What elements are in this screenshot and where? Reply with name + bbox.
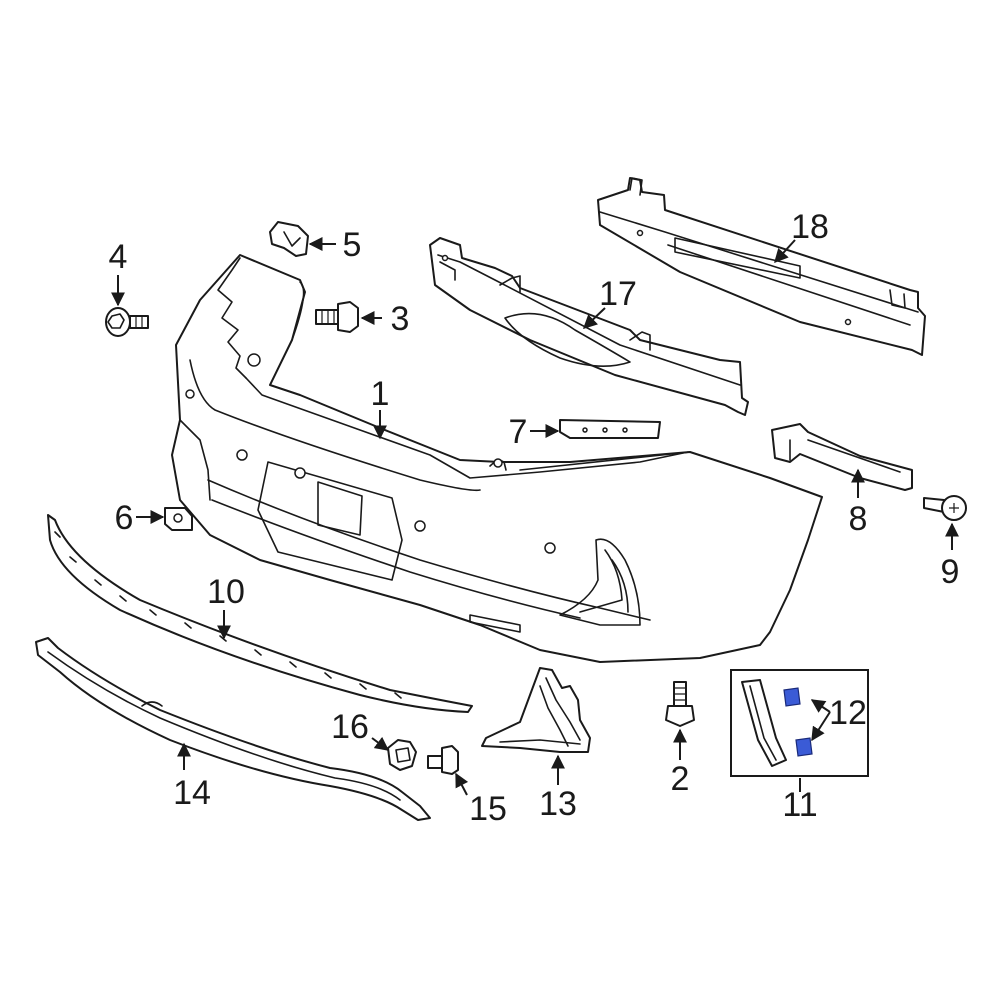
callout-16: 16 (331, 708, 369, 746)
part-12-clips[interactable] (783, 687, 813, 757)
callout-15: 15 (469, 790, 507, 828)
part-6-nut[interactable] (164, 507, 193, 531)
callout-18: 18 (791, 208, 829, 246)
part-5-retainer-clip[interactable] (269, 221, 309, 257)
part-1-bumper-cover[interactable] (171, 254, 823, 663)
part-11-inset-panel[interactable] (730, 669, 869, 777)
part-14-lower-spoiler[interactable] (35, 637, 431, 821)
callout-6: 6 (115, 499, 134, 537)
leader-12b (811, 711, 831, 742)
callout-8: 8 (849, 500, 868, 538)
callout-2: 2 (671, 760, 690, 798)
leader-18 (774, 239, 796, 264)
callout-17: 17 (599, 275, 637, 313)
callout-4: 4 (109, 238, 128, 276)
callout-13: 13 (539, 785, 577, 823)
part-18-reinforcement-beam[interactable] (597, 177, 926, 356)
leader-12a (810, 699, 831, 713)
part-3-screw[interactable] (315, 301, 359, 333)
part-4-flange-bolt[interactable] (105, 307, 149, 337)
callout-9: 9 (941, 553, 960, 591)
callout-1: 1 (371, 375, 390, 413)
callout-3: 3 (391, 300, 410, 338)
callout-7: 7 (509, 413, 528, 451)
part-8-side-bracket[interactable] (771, 423, 913, 491)
part-15-push-clip[interactable] (427, 745, 459, 775)
leader-15 (455, 772, 469, 796)
part-16-push-nut[interactable] (387, 739, 417, 771)
leader-17 (582, 307, 606, 329)
callout-numbers: 1 2 3 4 5 6 7 8 9 10 11 12 13 14 15 16 1… (109, 208, 960, 828)
part-13-corner-trim[interactable] (481, 667, 591, 753)
callout-5: 5 (343, 226, 362, 264)
callout-14: 14 (173, 774, 211, 812)
part-2-bolt[interactable] (665, 681, 695, 727)
callout-11: 11 (782, 786, 817, 824)
callout-12: 12 (829, 694, 867, 732)
part-9-screw[interactable] (923, 495, 967, 521)
callout-10: 10 (207, 573, 245, 611)
part-7-bracket[interactable] (559, 419, 661, 439)
leader-16 (371, 736, 390, 751)
leader-lines (111, 237, 959, 796)
